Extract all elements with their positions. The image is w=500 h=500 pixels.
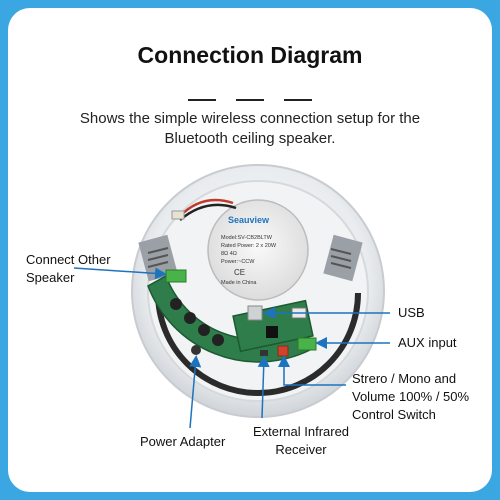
label-switch: Strero / Mono and Volume 100% / 50% Cont… xyxy=(352,371,470,422)
title-divider xyxy=(8,88,492,106)
label-connect-other-speaker: Connect Other Speaker xyxy=(26,252,111,285)
wire-connector xyxy=(171,210,185,220)
model-line-3: 8Ω 4Ω xyxy=(221,251,237,257)
callout-arrow-connect-other-speaker xyxy=(73,267,167,280)
dip-switch xyxy=(277,345,289,357)
label-ir-receiver: External Infrared Receiver xyxy=(252,424,350,457)
label-power-adapter: Power Adapter xyxy=(140,434,226,449)
origin-line: Made in China xyxy=(221,280,257,286)
speaker-terminal xyxy=(165,269,187,283)
ce-mark: CE xyxy=(234,268,245,277)
ir-jack xyxy=(260,350,268,356)
capacitor xyxy=(184,312,196,324)
callout-arrow-ir xyxy=(257,355,270,419)
gasket xyxy=(155,292,361,396)
mount-clamp-right xyxy=(323,234,363,282)
label-aux-input: AUX input xyxy=(398,335,457,350)
usb-port xyxy=(247,305,263,321)
capacitor xyxy=(170,298,182,310)
callout-arrow-switch xyxy=(278,355,346,386)
magnet-label xyxy=(207,199,309,301)
speaker-illustration: Seauview Model:SV-CB2BLTW Rated Power: 2… xyxy=(73,164,390,429)
callout-arrow-power-adapter xyxy=(189,355,202,429)
capacitor xyxy=(212,334,224,346)
page-title: Connection Diagram xyxy=(137,42,363,68)
model-line-1: Model:SV-CB2BLTW xyxy=(221,235,273,241)
dc-jack xyxy=(191,345,201,355)
page-subtitle: Shows the simple wireless connection set… xyxy=(79,110,421,147)
label-usb: USB xyxy=(398,305,425,320)
chip xyxy=(266,326,278,338)
aux-terminal xyxy=(297,337,317,351)
brand-logo: Seauview xyxy=(228,215,270,225)
diagram-card: Connection Diagram Shows the simple wire… xyxy=(8,8,492,492)
model-line-4: Power:~CCW xyxy=(221,259,255,265)
capacitor xyxy=(198,324,210,336)
model-line-2: Rated Power: 2 x 20W xyxy=(221,243,277,249)
